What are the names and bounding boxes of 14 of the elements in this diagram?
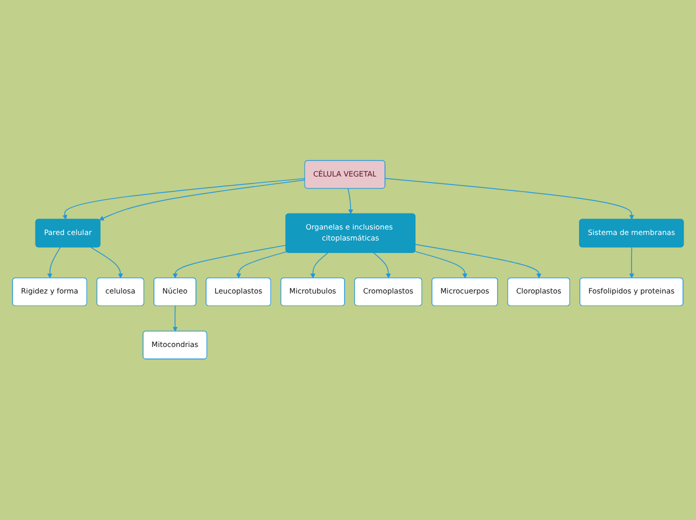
arrow — [98, 180, 306, 221]
arrow — [348, 188, 354, 214]
arrow — [373, 252, 391, 279]
arrow — [384, 178, 634, 220]
arrow — [172, 245, 286, 279]
arrow — [236, 252, 288, 279]
arrow — [90, 247, 123, 279]
arrow — [47, 247, 61, 279]
arrow — [172, 306, 178, 332]
arrow — [310, 252, 328, 279]
arrow — [414, 251, 468, 279]
arrow — [415, 244, 542, 279]
arrow — [629, 247, 634, 279]
arrow — [62, 178, 306, 220]
